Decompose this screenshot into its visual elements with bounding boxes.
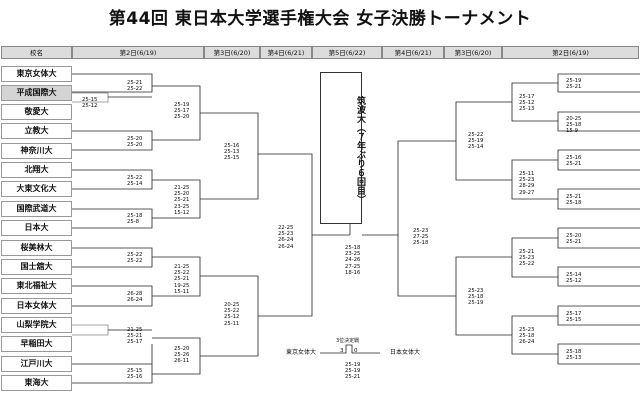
header-round-right-3: 第2日(6/19): [502, 46, 639, 59]
score-right-r2a: 25-17 25-12 25-13: [519, 94, 535, 113]
team-row: 東京女体大: [1, 66, 72, 82]
score-left-r2b: 21-25 25-20 25-21 23-25 15-12: [174, 185, 190, 216]
score-right-r3a: 25-22 25-19 25-14: [468, 132, 484, 151]
score-right-r1e: 25-20 25-21: [566, 233, 582, 246]
team-row: 大東文化大: [1, 181, 72, 197]
third-place-score-left: 3: [340, 348, 344, 354]
third-place-sets: 25-19 25-19 25-21: [345, 362, 361, 381]
team-row: 日本大: [1, 220, 72, 236]
score-right-r1f: 25-14 25-12: [566, 272, 582, 285]
score-right-r1a: 25-19 25-21: [566, 78, 582, 91]
score-left-r2a: 25-19 25-17 25-20: [174, 102, 190, 121]
third-place-right-team: 日本女体大: [390, 349, 421, 356]
header-school: 校名: [1, 46, 72, 59]
team-row: 平成国際大: [1, 85, 72, 101]
score-left-r1e: 25-22 25-22: [127, 252, 143, 265]
score-right-r1c: 25-16 25-21: [566, 155, 582, 168]
team-row: 国士舘大: [1, 259, 72, 275]
final-scores: 25-18 23-25 24-26 27-25 18-16: [345, 245, 361, 276]
header-round-right-1: 第4日(6/21): [382, 46, 444, 59]
score-right-r1b: 20-25 25-18 15-9: [566, 116, 582, 135]
score-right-r3b: 25-23 25-18 25-19: [468, 288, 484, 307]
header-round-left-1: 第2日(6/19): [72, 46, 204, 59]
team-row: 江戸川大: [1, 356, 72, 372]
score-left-r2c: 21-25 25-22 25-21 19-25 15-11: [174, 264, 190, 295]
header-round-left-3: 第4日(6/21): [260, 46, 312, 59]
score-left-r4: 22-25 25-23 26-24 26-24: [278, 225, 294, 250]
header-round-left-2: 第3日(6/20): [204, 46, 260, 59]
score-right-r2d: 25-23 25-18 26-24: [519, 327, 535, 346]
score-left-pre2: 21-25 25-21 25-17: [127, 327, 143, 346]
team-row: 敬愛大: [1, 104, 72, 120]
third-place-left-team: 東京女体大: [286, 349, 317, 356]
team-row: 神奈川大: [1, 143, 72, 159]
header-center: 第5日(6/22): [312, 46, 382, 59]
score-right-r1h: 25-18 25-13: [566, 349, 582, 362]
score-left-r1f: 26-28 26-24: [127, 291, 143, 304]
champion-box: 筑波大（７年ぶり６回目）: [320, 72, 365, 224]
score-right-r1d: 25-21 25-18: [566, 194, 582, 207]
score-right-r4: 25-23 27-25 25-18: [413, 228, 429, 247]
score-left-pre: 25-15 25-12: [82, 97, 98, 110]
score-left-r1d: 25-18 25-8: [127, 213, 143, 226]
score-left-r1a: 25-21 25-22: [127, 80, 143, 93]
team-row: 山梨学院大: [1, 317, 72, 333]
champion-name: 筑波大（７年ぶり６回目）: [355, 95, 365, 204]
score-right-r1g: 25-17 25-15: [566, 311, 582, 324]
team-row: 国際武道大: [1, 201, 72, 217]
third-place-score-right: 0: [354, 348, 358, 354]
team-row: 東北福祉大: [1, 278, 72, 294]
third-place-label: 3位決定戦: [336, 338, 360, 344]
team-row: 日本女体大: [1, 298, 72, 314]
score-right-r2c: 25-21 25-23 25-22: [519, 249, 535, 268]
score-left-r1c: 25-22 25-14: [127, 175, 143, 188]
team-row: 早稲田大: [1, 336, 72, 352]
header-round-right-2: 第3日(6/20): [444, 46, 502, 59]
score-left-r3b: 20-25 25-22 25-12 25-11: [224, 302, 240, 327]
score-left-r1h: 25-15 25-16: [127, 368, 143, 381]
score-left-r1g: 25-20 25-26 26-11: [174, 346, 190, 365]
team-row: 桜美林大: [1, 240, 72, 256]
team-row: 東海大: [1, 375, 72, 391]
score-left-r3a: 25-16 25-13 25-15: [224, 143, 240, 162]
score-left-r1b: 25-20 25-20: [127, 136, 143, 149]
team-row: 北翔大: [1, 162, 72, 178]
page-title: 第44回 東日本大学選手権大会 女子決勝トーナメント: [108, 9, 532, 29]
score-right-r2b: 25-11 25-23 28-29 29-27: [519, 171, 535, 196]
team-row: 立教大: [1, 123, 72, 139]
